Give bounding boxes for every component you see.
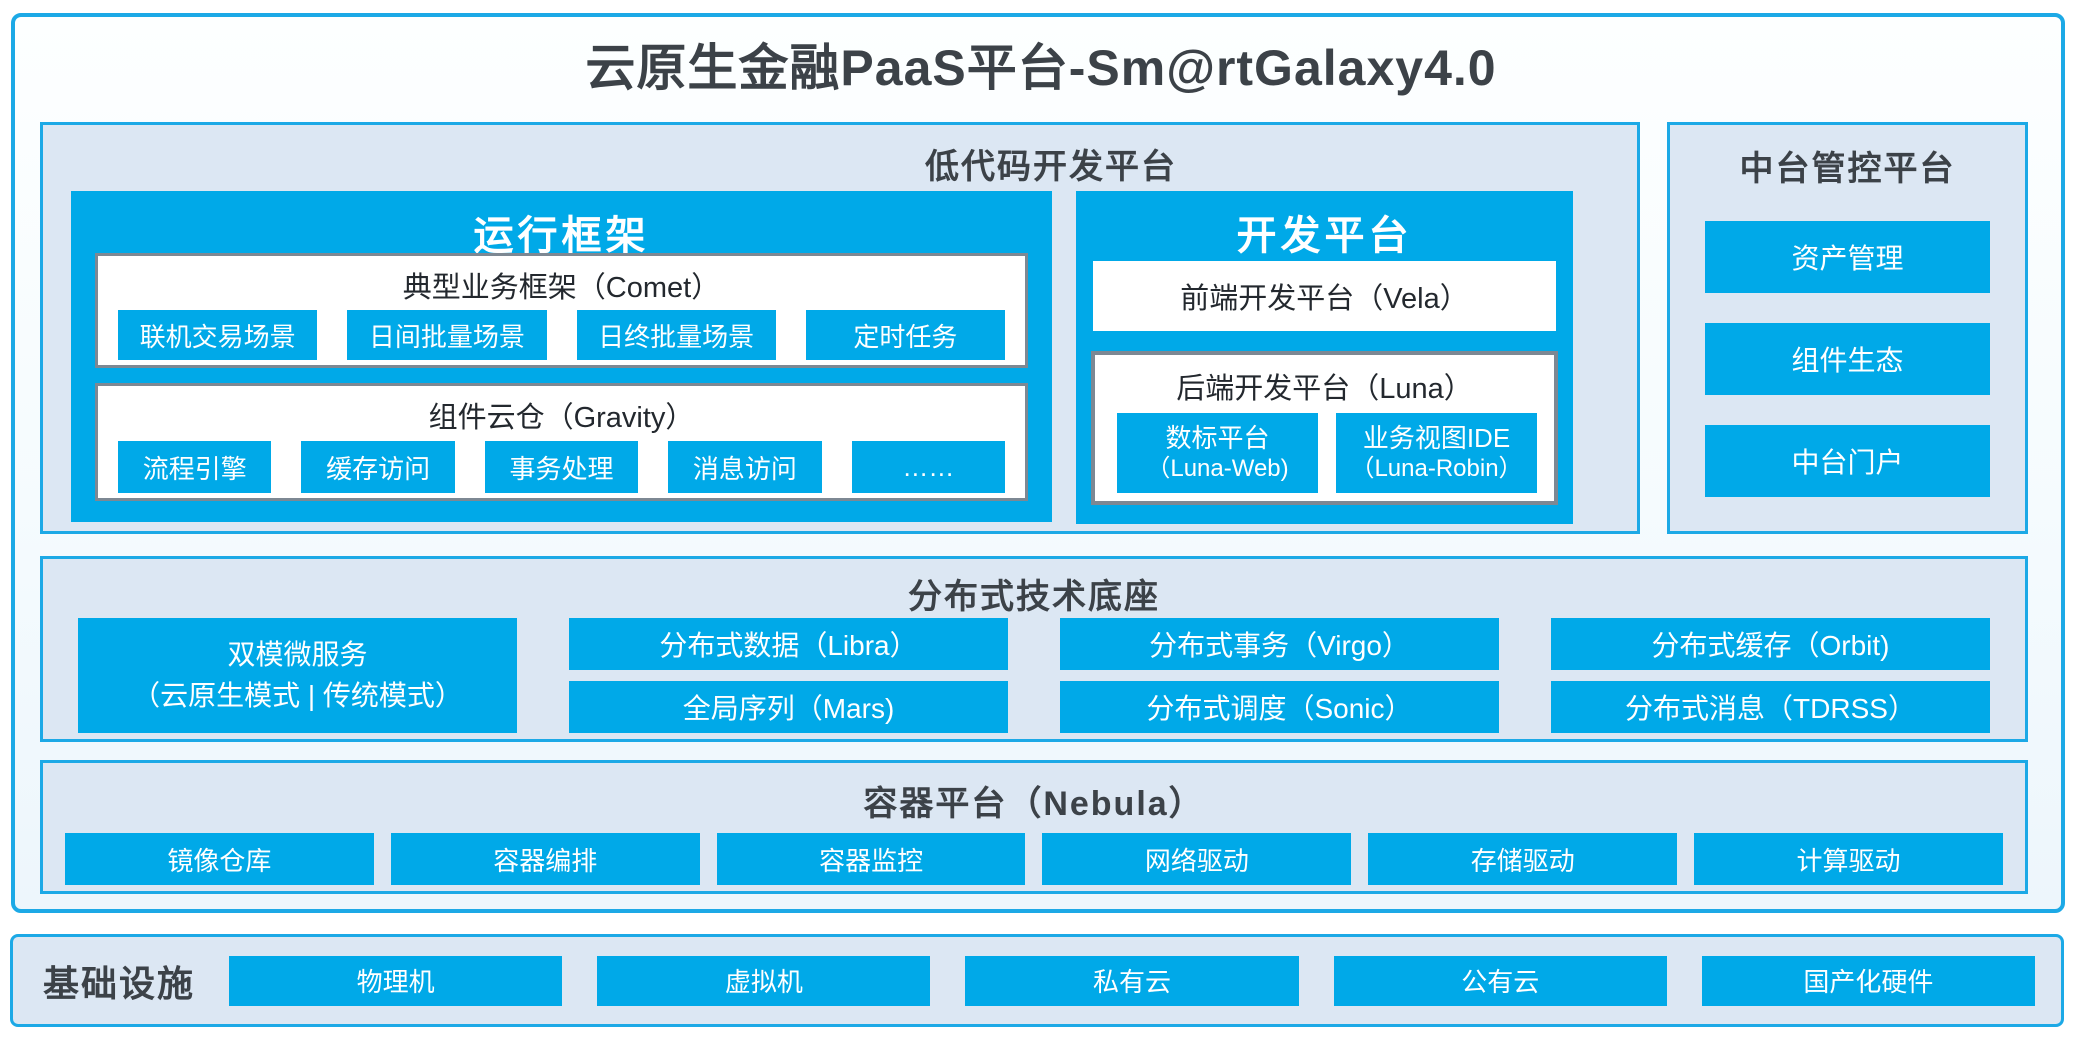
- gravity-item: 缓存访问: [301, 441, 455, 493]
- page-title: 云原生金融PaaS平台-Sm@rtGalaxy4.0: [585, 40, 1497, 96]
- gravity-item: 消息访问: [668, 441, 822, 493]
- comet-title: 典型业务框架（Comet）: [402, 272, 721, 304]
- infrastructure-item: 私有云: [965, 955, 1299, 1006]
- panel-mid-office: 中台管控平台 资产管理 组件生态 中台门户: [1667, 122, 2028, 534]
- dist-item: 分布式消息（TDRSS）: [1551, 681, 1990, 733]
- luna-box: 后端开发平台（Luna） 数标平台 （Luna-Web) 业务视图IDE （Lu…: [1091, 351, 1558, 505]
- infrastructure-items-row: 物理机 虚拟机 私有云 公有云 国产化硬件: [229, 955, 2036, 1006]
- distributed-col: 分布式缓存（Orbit) 分布式消息（TDRSS）: [1551, 618, 1990, 733]
- infrastructure-item: 公有云: [1333, 955, 1667, 1006]
- luna-items-row: 数标平台 （Luna-Web) 业务视图IDE （Luna-Robin）: [1117, 413, 1537, 493]
- dist-item: 全局序列（Mars): [569, 681, 1008, 733]
- distributed-grid: 双模微服务 （云原生模式 | 传统模式） 分布式数据（Libra） 全局序列（M…: [78, 618, 1990, 733]
- mid-office-item: 中台门户: [1705, 425, 1990, 497]
- infrastructure-label: 基础设施: [43, 962, 196, 1004]
- infrastructure-item: 虚拟机: [597, 955, 931, 1006]
- panel-infrastructure: 基础设施 物理机 虚拟机 私有云 公有云 国产化硬件: [10, 934, 2064, 1027]
- container-item: 容器编排: [390, 833, 700, 885]
- panel-mid-office-title: 中台管控平台: [1739, 150, 1956, 188]
- vela-box: 前端开发平台（Vela）: [1093, 261, 1556, 331]
- luna-item-code: （Luna-Web): [1146, 455, 1289, 483]
- gravity-item-ellipsis: ……: [851, 441, 1006, 493]
- gravity-box: 组件云仓（Gravity） 流程引擎 缓存访问 事务处理 消息访问 ……: [95, 383, 1028, 501]
- mid-office-item: 组件生态: [1705, 323, 1990, 395]
- dist-item: 分布式数据（Libra）: [569, 618, 1008, 670]
- gravity-item: 流程引擎: [118, 441, 272, 493]
- gravity-items-row: 流程引擎 缓存访问 事务处理 消息访问 ……: [118, 441, 1006, 493]
- container-item: 容器监控: [716, 833, 1026, 885]
- container-items-row: 镜像仓库 容器编排 容器监控 网络驱动 存储驱动 计算驱动: [65, 833, 2003, 885]
- comet-item: 日终批量场景: [576, 310, 776, 360]
- infrastructure-item: 物理机: [229, 955, 563, 1006]
- luna-item-name: 数标平台: [1165, 422, 1270, 453]
- luna-item-web: 数标平台 （Luna-Web): [1117, 413, 1318, 493]
- comet-item: 定时任务: [805, 310, 1005, 360]
- luna-item-code: （Luna-Robin）: [1350, 455, 1523, 483]
- luna-title: 后端开发平台（Luna）: [1176, 373, 1473, 405]
- container-item: 计算驱动: [1694, 833, 2003, 885]
- gravity-item: 事务处理: [484, 441, 639, 493]
- gravity-title: 组件云仓（Gravity）: [428, 402, 695, 434]
- panel-distributed-base-title: 分布式技术底座: [908, 578, 1160, 616]
- distributed-col-dual: 双模微服务 （云原生模式 | 传统模式）: [78, 618, 517, 733]
- luna-item-name: 业务视图IDE: [1362, 422, 1511, 453]
- comet-item: 联机交易场景: [118, 310, 318, 360]
- container-item: 镜像仓库: [65, 833, 374, 885]
- panel-container-platform-title: 容器平台（Nebula）: [863, 785, 1205, 823]
- runtime-framework-box: 运行框架 典型业务框架（Comet） 联机交易场景 日间批量场景 日终批量场景 …: [71, 191, 1052, 522]
- infrastructure-item: 国产化硬件: [1701, 955, 2036, 1006]
- luna-item-robin: 业务视图IDE （Luna-Robin）: [1336, 413, 1537, 493]
- dev-platform-title: 开发平台: [1236, 214, 1413, 258]
- panel-low-code: 低代码开发平台 运行框架 典型业务框架（Comet） 联机交易场景 日间批量场景…: [40, 122, 1640, 534]
- dual-mode-line1: 双模微服务: [227, 638, 368, 670]
- comet-box: 典型业务框架（Comet） 联机交易场景 日间批量场景 日终批量场景 定时任务: [95, 253, 1028, 368]
- panel-distributed-base: 分布式技术底座 双模微服务 （云原生模式 | 传统模式） 分布式数据（Libra…: [40, 556, 2028, 742]
- dual-mode-line2: （云原生模式 | 传统模式）: [132, 679, 463, 711]
- panel-container-platform: 容器平台（Nebula） 镜像仓库 容器编排 容器监控 网络驱动 存储驱动 计算…: [40, 760, 2028, 894]
- container-item: 网络驱动: [1042, 833, 1352, 885]
- dual-mode-microservice-box: 双模微服务 （云原生模式 | 传统模式）: [78, 618, 517, 733]
- runtime-framework-title: 运行框架: [473, 214, 650, 258]
- comet-item: 日间批量场景: [347, 310, 547, 360]
- panel-low-code-title: 低代码开发平台: [925, 148, 1177, 186]
- mid-office-item: 资产管理: [1705, 221, 1990, 293]
- dev-platform-box: 开发平台 前端开发平台（Vela） 后端开发平台（Luna） 数标平台 （Lun…: [1076, 191, 1573, 524]
- container-item: 存储驱动: [1368, 833, 1678, 885]
- dist-item: 分布式调度（Sonic）: [1060, 681, 1499, 733]
- dist-item: 分布式缓存（Orbit): [1551, 618, 1990, 670]
- distributed-col: 分布式数据（Libra） 全局序列（Mars): [569, 618, 1008, 733]
- distributed-col: 分布式事务（Virgo） 分布式调度（Sonic）: [1060, 618, 1499, 733]
- dist-item: 分布式事务（Virgo）: [1060, 618, 1499, 670]
- comet-items-row: 联机交易场景 日间批量场景 日终批量场景 定时任务: [118, 310, 1005, 360]
